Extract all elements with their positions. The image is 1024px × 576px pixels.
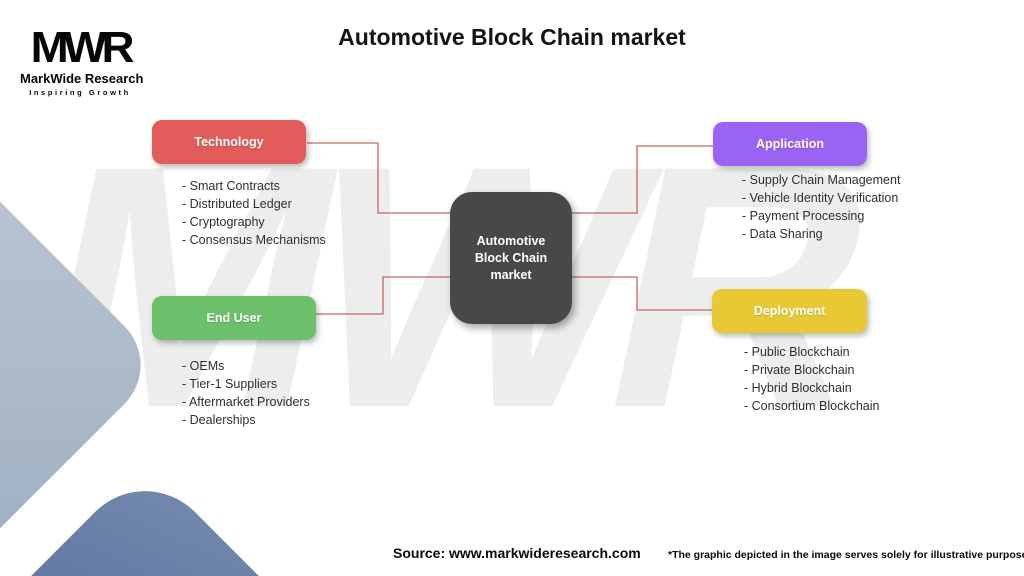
list-item: - Aftermarket Providers — [182, 395, 310, 409]
connector-technology — [307, 142, 450, 214]
list-item: - Tier-1 Suppliers — [182, 377, 278, 391]
logo: MWR MarkWide Research Inspiring Growth — [20, 23, 144, 98]
connector-end-user — [316, 276, 450, 315]
center-node: Automotive Block Chain market — [450, 192, 572, 324]
branch-list-technology: - Smart Contracts - Distributed Ledger -… — [182, 177, 326, 249]
branch-header-technology: Technology — [152, 120, 306, 164]
list-item: - Consensus Mechanisms — [182, 233, 326, 247]
branch-list-application: - Supply Chain Management - Vehicle Iden… — [742, 171, 900, 243]
list-item: - Public Blockchain — [744, 345, 850, 359]
list-item: - Supply Chain Management — [742, 173, 901, 187]
list-item: - Consortium Blockchain — [744, 399, 880, 413]
list-item: - Cryptography — [182, 215, 265, 229]
logo-company-name: MarkWide Research — [20, 71, 144, 86]
list-item: - Smart Contracts — [182, 179, 280, 193]
page-title: Automotive Block Chain market — [338, 24, 686, 50]
list-item: - Vehicle Identity Verification — [742, 191, 899, 205]
list-item: - Data Sharing — [742, 227, 823, 241]
branch-header-end-user: End User — [152, 296, 316, 340]
list-item: - Distributed Ledger — [182, 197, 292, 211]
list-item: - Private Blockchain — [744, 363, 855, 377]
list-item: - Dealerships — [182, 413, 256, 427]
connector-deployment — [572, 276, 712, 311]
branch-list-end-user: - OEMs - Tier-1 Suppliers - Aftermarket … — [182, 357, 310, 429]
logo-monogram: MWR — [30, 23, 135, 72]
branch-header-deployment: Deployment — [712, 289, 867, 333]
list-item: - OEMs — [182, 359, 225, 373]
branch-header-application: Application — [713, 122, 867, 166]
list-item: - Hybrid Blockchain — [744, 381, 852, 395]
branch-list-deployment: - Public Blockchain - Private Blockchain… — [744, 343, 879, 415]
list-item: - Payment Processing — [742, 209, 865, 223]
logo-tagline: Inspiring Growth — [29, 88, 131, 97]
source-text: Source: www.markwideresearch.com — [393, 545, 641, 561]
disclaimer-text: *The graphic depicted in the image serve… — [668, 549, 1024, 561]
connector-application — [572, 145, 713, 214]
